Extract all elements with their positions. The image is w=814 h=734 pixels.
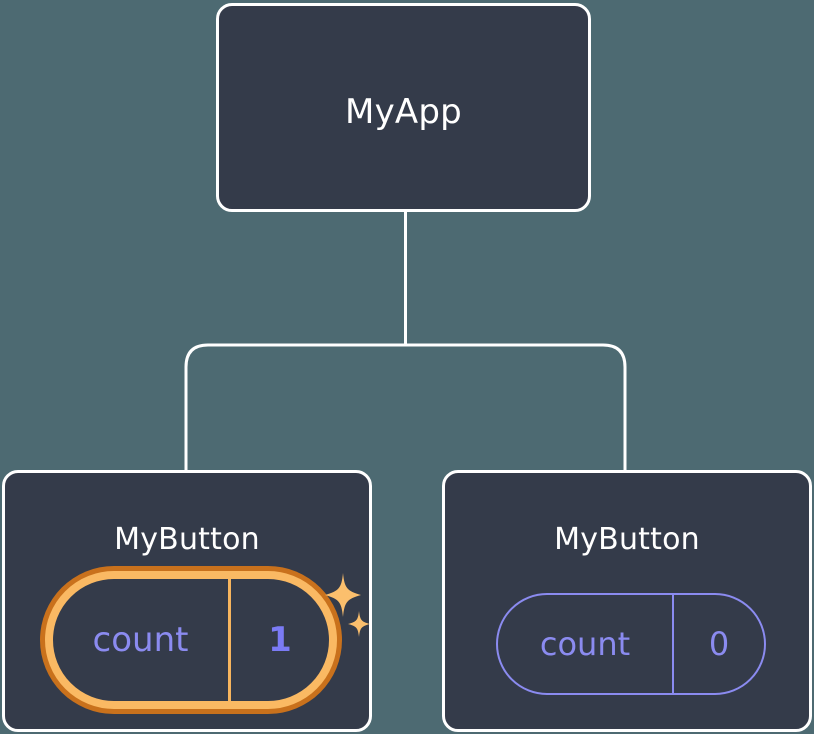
state-key-left: count [53, 579, 231, 701]
node-mybutton-left-label: MyButton [114, 522, 260, 557]
state-key-right: count [498, 595, 674, 693]
edge-branch-bus [184, 343, 627, 470]
node-mybutton-left[interactable]: MyButton count 1 [2, 470, 372, 732]
node-mybutton-right-label: MyButton [554, 522, 700, 557]
state-pill-left[interactable]: count 1 [45, 571, 337, 709]
node-mybutton-right[interactable]: MyButton count 0 [442, 470, 812, 732]
state-value-left: 1 [268, 620, 292, 660]
state-value-right: 0 [708, 625, 730, 663]
node-myapp[interactable]: MyApp [216, 3, 591, 212]
node-myapp-label: MyApp [345, 92, 462, 132]
state-pill-right[interactable]: count 0 [496, 593, 766, 695]
